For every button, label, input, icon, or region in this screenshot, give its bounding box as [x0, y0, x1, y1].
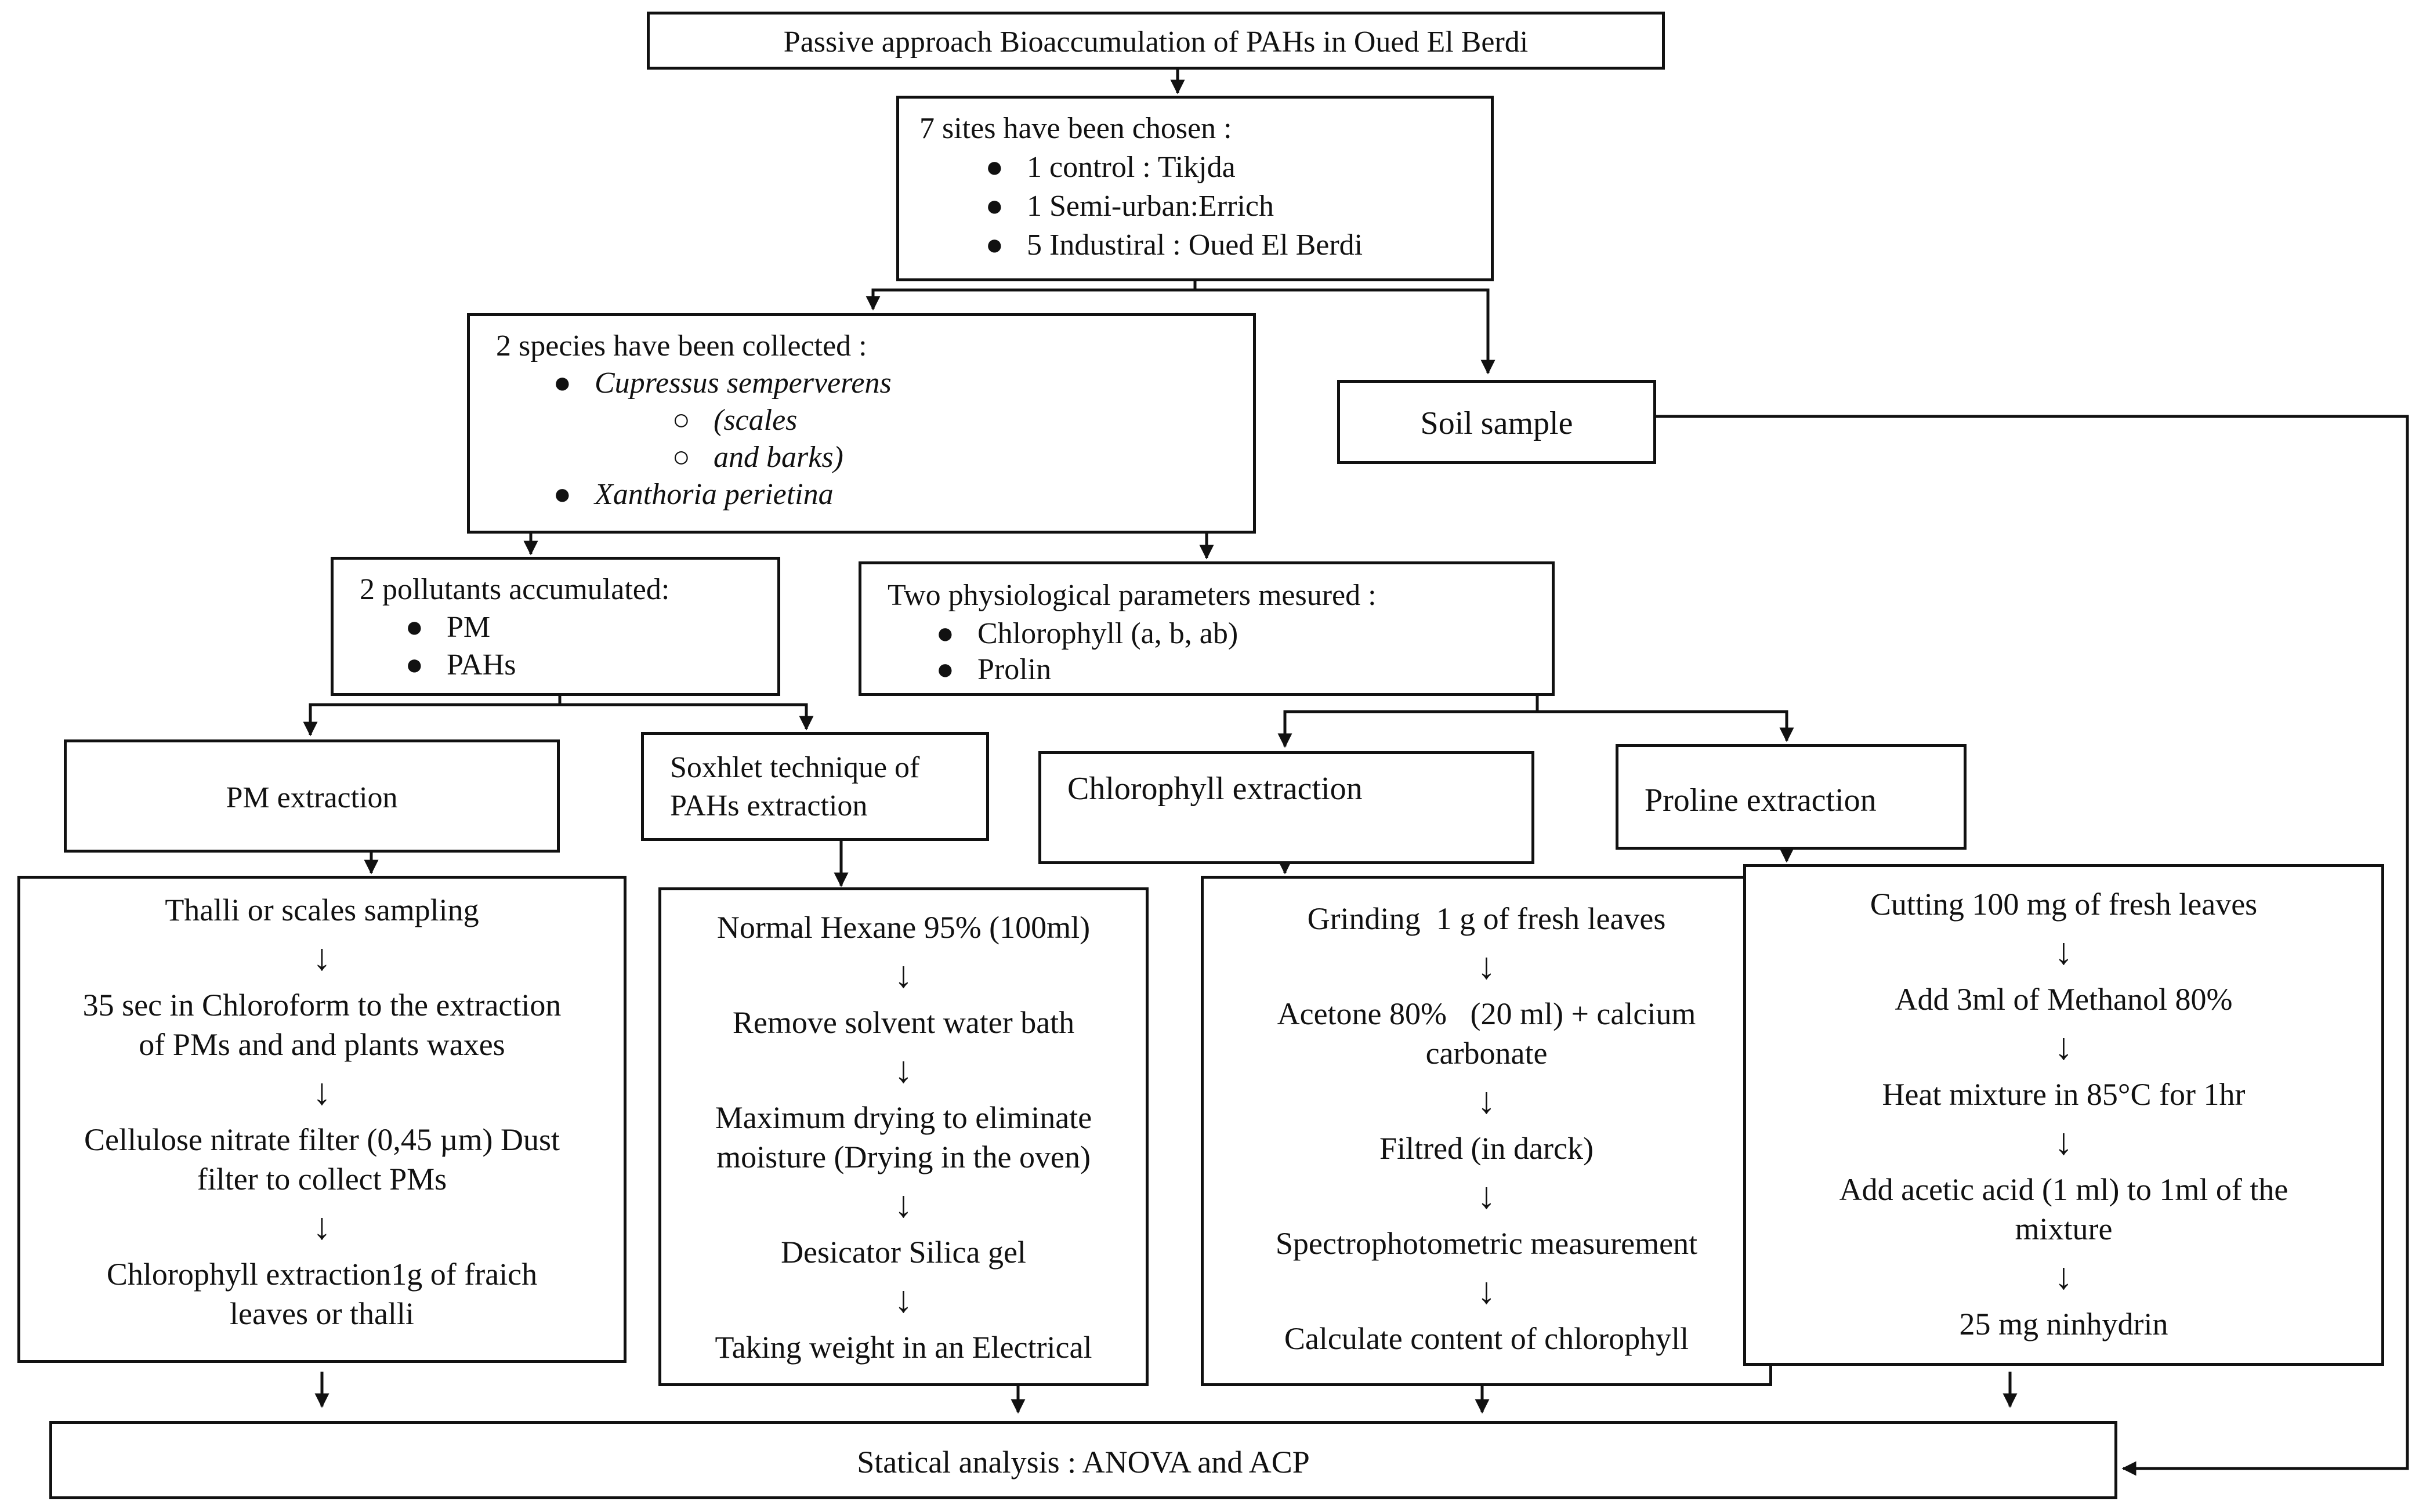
proline-step-4: Add acetic acid (1 ml) to 1ml of the mix…	[1839, 1172, 2288, 1246]
arrow-down-icon: ↓	[313, 1206, 331, 1247]
soxhlet-step-4: Desicator Silica gel	[781, 1235, 1026, 1270]
arrow-down-icon: ↓	[1477, 1080, 1496, 1121]
proline-step-5: 25 mg ninhydrin	[1959, 1307, 2168, 1341]
chlorophyll-extraction-label: Chlorophyll extraction	[1067, 771, 1363, 807]
pollutants-item-pm: ●PM	[377, 609, 491, 646]
chlorophyll-steps-list: Grinding 1 g of fresh leaves ↓ Acetone 8…	[1204, 899, 1769, 1358]
soxhlet-step-5: Taking weight in an Electrical	[715, 1330, 1092, 1365]
soil-sample-box: Soil sample	[1337, 380, 1656, 464]
bullet-icon: ●	[985, 229, 1004, 262]
arrow-sites-to-soil	[1195, 288, 1495, 375]
proline-extraction-box: Proline extraction	[1616, 744, 1967, 850]
soxhlet-step-2: Remove solvent water bath	[732, 1005, 1075, 1040]
chlorophyll-step-1: Grinding 1 g of fresh leaves	[1307, 901, 1666, 936]
species-item-cupressus: ●Cupressus semperverens	[525, 365, 892, 402]
bullet-icon: ●	[405, 648, 423, 681]
pm-step-2: 35 sec in Chloroform to the extraction o…	[82, 988, 562, 1062]
species-box: 2 species have been collected : ●Cupress…	[467, 313, 1256, 534]
arrow-down-icon: ↓	[2054, 1121, 2073, 1162]
ring-bullet-icon: ○	[672, 441, 690, 474]
arrow-down-icon: ↓	[894, 954, 913, 995]
chlorophyll-step-4: Spectrophotometric measurement	[1275, 1226, 1698, 1261]
statistics-label: Statical analysis : ANOVA and ACP	[857, 1445, 1310, 1480]
physio-item-prolin: ●Prolin	[908, 651, 1052, 688]
arrow-soil-to-stats	[1656, 415, 2409, 1476]
proline-step-2: Add 3ml of Methanol 80%	[1895, 982, 2233, 1017]
arrow-down-icon: ↓	[1477, 1270, 1496, 1311]
bullet-icon: ●	[985, 190, 1004, 223]
sites-item-3: ●5 Industiral : Oued El Berdi	[957, 227, 1363, 264]
soxhlet-steps-box: Normal Hexane 95% (100ml) ↓ Remove solve…	[658, 887, 1149, 1386]
pm-step-4: Chlorophyll extraction1g of fraich leave…	[106, 1257, 538, 1331]
proline-step-1: Cutting 100 mg of fresh leaves	[1870, 887, 2258, 922]
title-box: Passive approach Bioaccumulation of PAHs…	[647, 12, 1665, 70]
soxhlet-step-3: Maximum drying to eliminate moisture (Dr…	[715, 1100, 1092, 1174]
arrow-down-icon: ↓	[2054, 931, 2073, 972]
pollutants-item-pahs: ●PAHs	[377, 647, 516, 684]
title-text: Passive approach Bioaccumulation of PAHs…	[783, 26, 1529, 59]
proline-extraction-label: Proline extraction	[1645, 782, 1877, 818]
chlorophyll-step-5: Calculate content of chlorophyll	[1284, 1321, 1689, 1356]
species-subitem-barks: ○and barks)	[470, 439, 843, 476]
arrow-physio-to-proline	[1537, 710, 1794, 742]
pm-step-1: Thalli or scales sampling	[165, 893, 479, 927]
sites-box: 7 sites have been chosen : ●1 control : …	[896, 96, 1494, 281]
sites-item-2: ●1 Semi-urban:Errich	[957, 188, 1274, 225]
arrow-physio-split	[1277, 693, 1539, 748]
pm-steps-box: Thalli or scales sampling ↓ 35 sec in Ch…	[17, 876, 627, 1363]
species-heading: 2 species have been collected :	[496, 329, 867, 362]
chlorophyll-step-2: Acetone 80% (20 ml) + calcium carbonate	[1277, 996, 1696, 1071]
soil-sample-label: Soil sample	[1420, 405, 1573, 441]
arrow-down-icon: ↓	[894, 1184, 913, 1225]
arrow-down-icon: ↓	[894, 1049, 913, 1090]
arrow-down-icon: ↓	[1477, 1175, 1496, 1216]
arrow-pollutants-split	[303, 693, 562, 737]
chlorophyll-steps-box: Grinding 1 g of fresh leaves ↓ Acetone 8…	[1201, 876, 1772, 1386]
pollutants-heading: 2 pollutants accumulated:	[360, 573, 670, 606]
arrow-down-icon: ↓	[313, 937, 331, 978]
soxhlet-step-1: Normal Hexane 95% (100ml)	[716, 910, 1091, 945]
arrow-down-icon: ↓	[894, 1279, 913, 1320]
arrow-sites-to-species	[866, 278, 1197, 311]
soxhlet-label: Soxhlet technique of PAHs extraction	[670, 751, 920, 822]
arrow-down-icon: ↓	[1477, 945, 1496, 987]
arrow-down-icon: ↓	[2054, 1256, 2073, 1297]
arrow-pollutants-to-soxhlet	[560, 703, 814, 731]
pm-extraction-label: PM extraction	[226, 781, 398, 814]
arrow-down-icon: ↓	[313, 1071, 331, 1112]
bullet-icon: ●	[936, 653, 954, 686]
soxhlet-steps-list: Normal Hexane 95% (100ml) ↓ Remove solve…	[661, 908, 1146, 1367]
ring-bullet-icon: ○	[672, 404, 690, 437]
pm-steps-list: Thalli or scales sampling ↓ 35 sec in Ch…	[20, 890, 624, 1333]
proline-steps-list: Cutting 100 mg of fresh leaves ↓ Add 3ml…	[1746, 884, 2381, 1344]
sites-item-1: ●1 control : Tikjda	[957, 149, 1236, 186]
bullet-icon: ●	[553, 478, 571, 511]
chlorophyll-extraction-box: Chlorophyll extraction	[1038, 751, 1534, 864]
chlorophyll-step-3: Filtred (in darck)	[1379, 1131, 1594, 1166]
bullet-icon: ●	[405, 611, 423, 644]
proline-step-3: Heat mixture in 85°C for 1hr	[1882, 1077, 2246, 1112]
statistics-box: Statical analysis : ANOVA and ACP	[49, 1421, 2117, 1499]
pollutants-box: 2 pollutants accumulated: ●PM ●PAHs	[331, 557, 780, 696]
species-subitem-scales: ○(scales	[470, 402, 798, 439]
physio-box: Two physiological parameters mesured : ●…	[859, 561, 1555, 696]
bullet-icon: ●	[553, 367, 571, 400]
physio-item-chlorophyll: ●Chlorophyll (a, b, ab)	[908, 615, 1239, 652]
pm-extraction-box: PM extraction	[64, 739, 560, 853]
proline-steps-box: Cutting 100 mg of fresh leaves ↓ Add 3ml…	[1743, 864, 2384, 1366]
pm-step-3: Cellulose nitrate filter (0,45 µm) Dust …	[84, 1122, 560, 1196]
species-item-xanthoria: ●Xanthoria perietina	[525, 476, 834, 513]
physio-heading: Two physiological parameters mesured :	[888, 579, 1377, 612]
bullet-icon: ●	[936, 617, 954, 650]
sites-heading: 7 sites have been chosen :	[919, 112, 1232, 145]
soxhlet-box: Soxhlet technique of PAHs extraction	[641, 732, 989, 841]
bullet-icon: ●	[985, 151, 1004, 184]
arrow-down-icon: ↓	[2054, 1026, 2073, 1067]
